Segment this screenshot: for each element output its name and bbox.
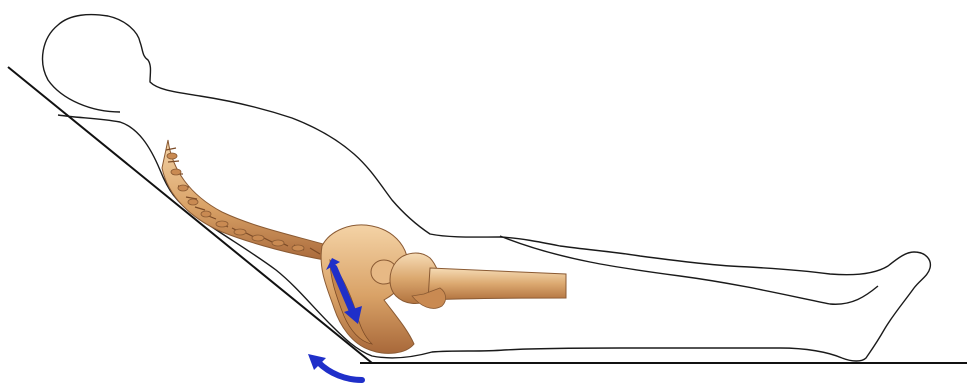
curved-arrow-icon xyxy=(308,354,362,380)
femur-icon xyxy=(390,253,566,308)
backrest-line xyxy=(8,67,372,363)
support-arrow-shaft xyxy=(318,362,362,380)
femur-shaft xyxy=(428,268,566,300)
spine-icon xyxy=(162,140,336,262)
bed-support xyxy=(8,67,967,363)
